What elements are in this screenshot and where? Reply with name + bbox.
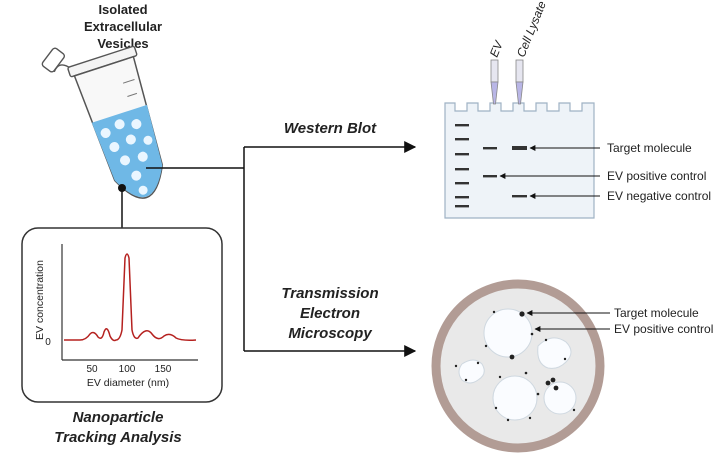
nta-ylabel: EV concentration xyxy=(34,260,46,340)
lysate-lane-negative-band xyxy=(512,195,527,198)
tube-title-line-2: Extracellular xyxy=(84,19,162,34)
tem-title-line-1: Transmission xyxy=(281,285,378,302)
nta-xtick-150: 150 xyxy=(155,364,172,375)
tube-connector-dot xyxy=(118,184,126,192)
tem-annotation-target: Target molecule xyxy=(614,306,699,320)
lysate-lane-target-band xyxy=(512,146,527,150)
pipette-tip-icon-lysate xyxy=(515,59,524,105)
nta-xtick-100: 100 xyxy=(119,364,136,375)
wb-annotation-target: Target molecule xyxy=(607,141,692,155)
tube-title-line-1: Isolated xyxy=(98,2,147,17)
nta-ytick-0: 0 xyxy=(45,337,51,348)
tube-title-line-3: Vesicles xyxy=(97,36,148,51)
microcentrifuge-tube-icon xyxy=(41,45,164,199)
wb-annotation-negative: EV negative control xyxy=(607,189,711,203)
tem-annotation-positive: EV positive control xyxy=(614,322,713,336)
tem-micrograph xyxy=(431,279,605,453)
nta-caption-line-2: Tracking Analysis xyxy=(54,429,182,446)
western-blot-gel xyxy=(444,102,595,219)
tube-title: Isolated Extracellular Vesicles xyxy=(84,2,162,51)
ev-lane-target-band xyxy=(483,147,497,150)
western-blot-title: Western Blot xyxy=(284,120,377,137)
nta-xtick-50: 50 xyxy=(86,364,98,375)
nta-caption-line-1: Nanoparticle xyxy=(73,409,164,426)
lane-label-cell-lysate: Cell Lysate xyxy=(514,0,549,59)
nta-curve xyxy=(64,253,197,342)
lane-label-ev: EV xyxy=(487,38,506,59)
tem-title-line-2: Electron xyxy=(300,305,360,322)
nta-xlabel: EV diameter (nm) xyxy=(87,377,169,389)
tem-title-line-3: Microscopy xyxy=(288,325,372,342)
nta-chart: 0 EV concentration 50 100 150 EV diamete… xyxy=(34,244,198,389)
ev-lane-positive-band xyxy=(483,175,497,178)
wb-annotation-positive: EV positive control xyxy=(607,169,706,183)
pipette-tip-icon-ev xyxy=(490,59,499,105)
